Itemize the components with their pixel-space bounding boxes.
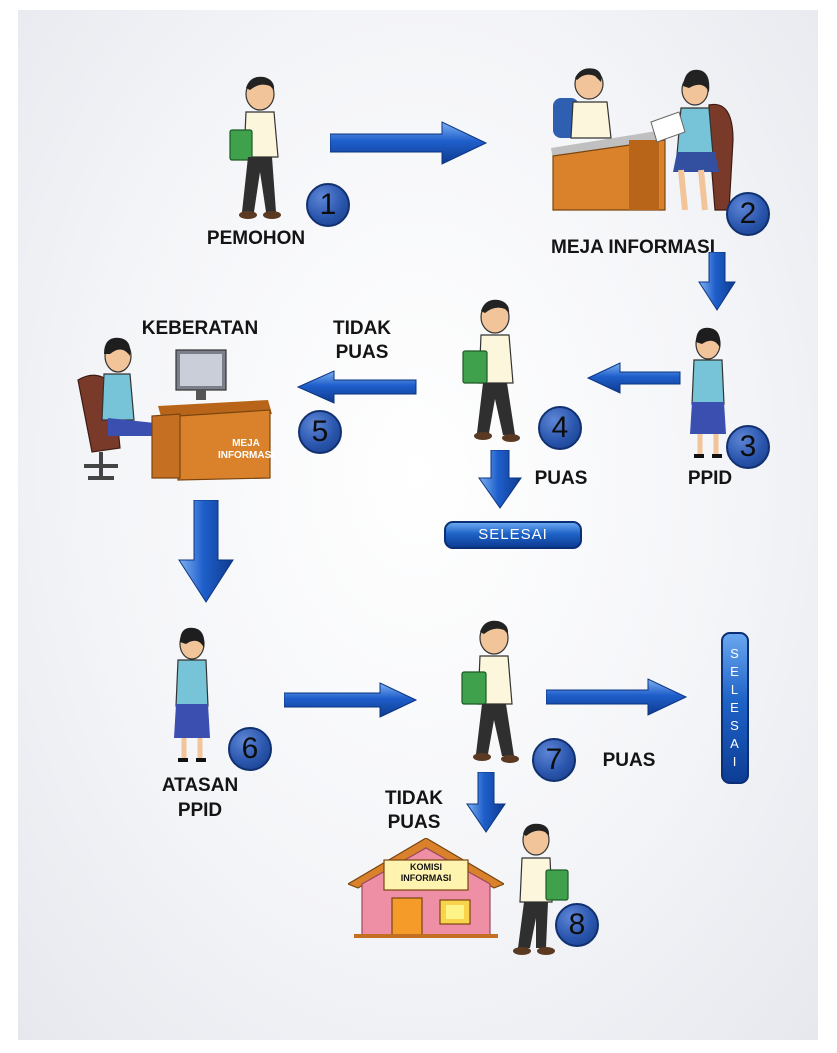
puas-label-top: PUAS (335, 342, 389, 363)
diagram-canvas: 1 PEMOHON 2 MEJA INFORMASI (18, 10, 818, 1040)
selesai-letter: L (730, 682, 740, 697)
meja-informasi-scene (533, 60, 753, 225)
arrow-2-to-3 (698, 252, 736, 311)
arrow-6-to-7 (284, 682, 418, 718)
ppid-figure (678, 322, 738, 462)
step-3-label: PPID (687, 468, 733, 489)
step-2-badge: 2 (726, 192, 770, 236)
komisi-informasi-building (348, 838, 504, 938)
step-2-label: MEJA INFORMASI (551, 237, 715, 258)
step-4-badge: 4 (538, 406, 582, 450)
step-1-label: PEMOHON (206, 228, 306, 249)
pemohon-step7-figure (452, 616, 532, 766)
puas-label-bottom: PUAS (387, 812, 441, 833)
step-5-badge: 5 (298, 410, 342, 454)
selesai-button-1: SELESAI (444, 521, 582, 549)
tidak-label-bottom: TIDAK (384, 788, 444, 809)
step-6-label-line2: PPID (177, 800, 223, 821)
desk-sign-line2: INFORMASI (217, 450, 275, 461)
keberatan-scene (68, 328, 274, 488)
arrow-3-to-4 (586, 362, 681, 394)
step-5-label: KEBERATAN (141, 318, 259, 339)
desk-sign-line1: MEJA (232, 438, 260, 449)
pemohon-step4-figure (453, 295, 533, 445)
step-7-badge: 7 (532, 738, 576, 782)
step-1-badge: 1 (306, 183, 350, 227)
step-6-badge: 6 (228, 727, 272, 771)
selesai-letter: I (732, 754, 738, 769)
selesai-letter: E (730, 700, 740, 715)
arrow-7-to-8 (466, 772, 506, 833)
arrow-7-to-selesai (546, 678, 688, 716)
arrow-1-to-2 (330, 121, 488, 165)
komisi-sign-line1: KOMISI (409, 862, 442, 872)
selesai-letter: A (730, 736, 740, 751)
step-7-label: PUAS (602, 750, 656, 771)
selesai-letter: E (730, 664, 740, 679)
tidak-label-top: TIDAK (332, 318, 392, 339)
arrow-4-to-5 (296, 370, 417, 404)
arrow-4-to-selesai (478, 450, 522, 509)
step-3-badge: 3 (726, 425, 770, 469)
pemohon-step8-figure (506, 818, 578, 958)
step-4-label: PUAS (534, 468, 588, 489)
selesai-letter: S (730, 718, 740, 733)
pemohon-figure (220, 72, 300, 222)
step-6-label-line1: ATASAN (161, 775, 239, 796)
arrow-5-to-6 (178, 500, 234, 603)
atasan-ppid-figure (160, 622, 224, 767)
selesai-button-2: S E L E S A I (721, 632, 749, 784)
komisi-sign-line2: INFORMASI (400, 873, 452, 883)
step-8-badge: 8 (555, 903, 599, 947)
selesai-letter: S (730, 646, 740, 661)
